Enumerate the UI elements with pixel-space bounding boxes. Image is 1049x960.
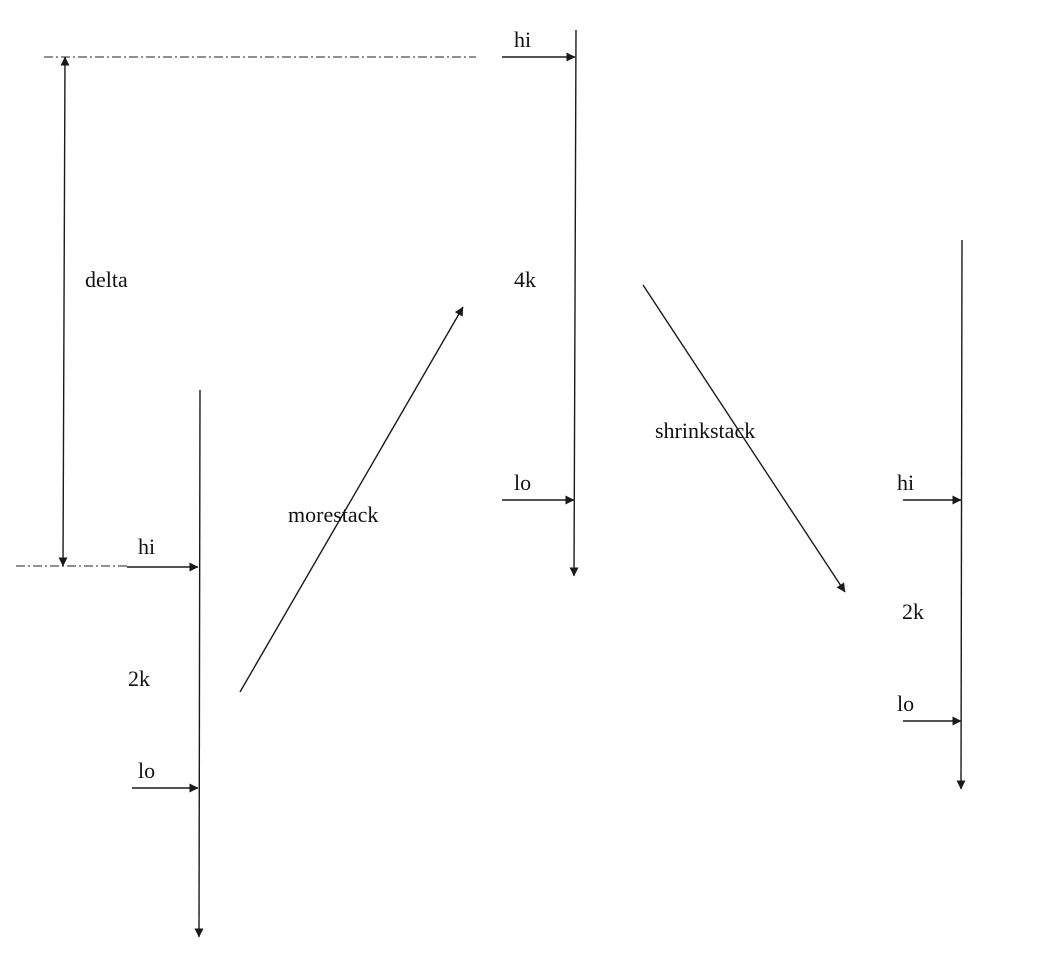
shrinkstack-arrow — [642, 284, 846, 593]
stack-4k-lo-label: lo — [514, 470, 531, 495]
shrinkstack-label: shrinkstack — [655, 418, 755, 443]
stack-2k-lo-label: lo — [138, 758, 155, 783]
stack-shrunk-axis — [956, 239, 966, 790]
morestack-arrow — [239, 306, 464, 693]
stack-4k-hi-label: hi — [514, 27, 531, 52]
stack-4k-size-label: 4k — [514, 267, 536, 292]
delta-dimension-arrow — [58, 56, 70, 567]
stack-shrunk-hi-label: hi — [897, 470, 914, 495]
morestack-label: morestack — [288, 502, 378, 527]
delta-label: delta — [85, 267, 128, 292]
stack-shrunk-lo-label: lo — [897, 691, 914, 716]
stack-2k-size-label: 2k — [128, 666, 150, 691]
stack-2k-hi-label: hi — [138, 534, 155, 559]
stack-4k-axis — [569, 29, 579, 577]
stack-shrunk-size-label: 2k — [902, 599, 924, 624]
stack-2k-axis — [194, 389, 204, 938]
